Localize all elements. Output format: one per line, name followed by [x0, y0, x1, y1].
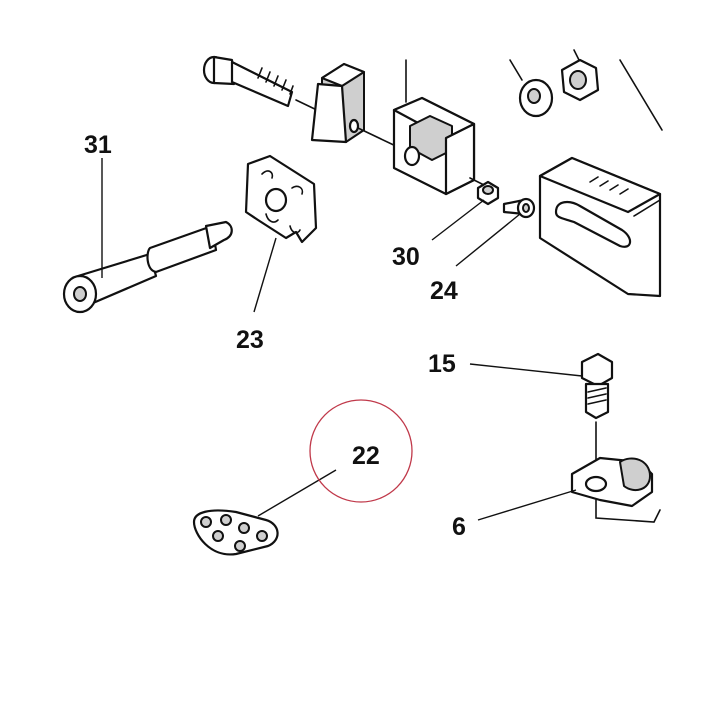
callout-15: 15 — [428, 350, 456, 378]
callout-22: 22 — [352, 442, 380, 470]
rubber-pad — [310, 62, 401, 149]
leader-15 — [469, 363, 583, 377]
leader-24 — [455, 213, 521, 267]
leader-22 — [257, 469, 337, 517]
callout-6: 6 — [452, 513, 466, 541]
leader-23 — [253, 237, 277, 313]
slotted-beam — [538, 156, 662, 298]
chain-link — [192, 509, 279, 556]
callout-31: 31 — [84, 131, 112, 159]
long-pin — [62, 220, 233, 314]
callout-23: 23 — [236, 326, 264, 354]
leader-6 — [477, 489, 577, 521]
pipe-clamp — [570, 456, 661, 523]
bolt-15 — [580, 352, 614, 491]
clamp-plate — [244, 154, 318, 244]
callout-30: 30 — [392, 243, 420, 271]
leader-lines — [101, 158, 583, 521]
highlight-circle — [309, 399, 413, 503]
washer-top — [509, 59, 554, 118]
channel-block — [392, 59, 487, 196]
screw-24 — [502, 197, 536, 219]
callout-24: 24 — [430, 277, 458, 305]
leader-30 — [431, 199, 485, 241]
spacer-30 — [476, 180, 500, 206]
flange-nut — [560, 49, 663, 131]
